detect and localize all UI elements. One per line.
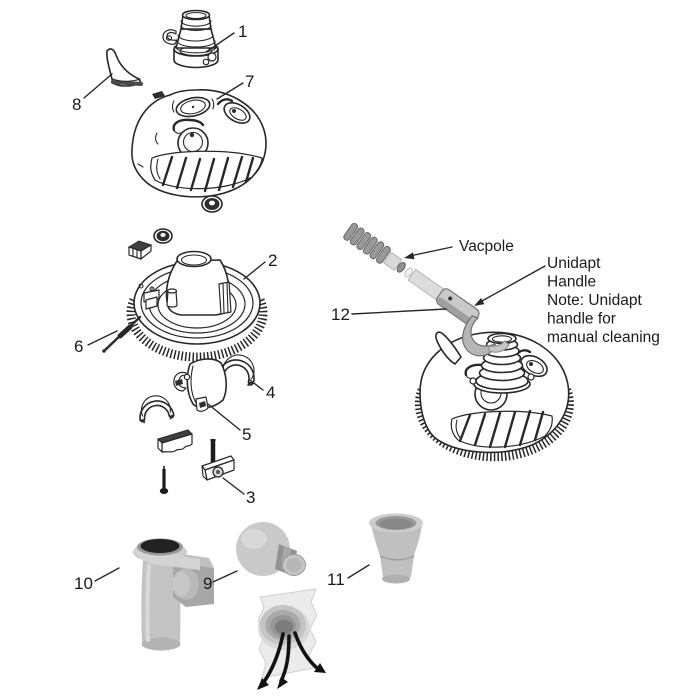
unidapt-line-4: handle for	[547, 311, 616, 328]
inner-vane	[218, 281, 232, 315]
part-7-top-cover	[131, 89, 267, 198]
callout-9: 9	[203, 574, 212, 593]
vacpole-shaft-1	[382, 251, 403, 271]
unidapt-line-2: Handle	[547, 274, 596, 291]
unidapt-line-5: manual cleaning	[547, 329, 660, 346]
cleaner-connector	[469, 332, 535, 394]
callout-11: 11	[327, 570, 345, 589]
adapter-ear	[162, 29, 178, 45]
leader-2	[243, 261, 266, 280]
callout-1: 1	[238, 22, 247, 41]
part-5-bumper-shoe	[173, 358, 227, 412]
skirt-bristles	[414, 386, 574, 462]
leader-12	[351, 308, 447, 315]
bristle-ring	[126, 298, 268, 362]
callout-6: 6	[74, 337, 83, 356]
callout-10: 10	[74, 574, 93, 593]
leader-10	[94, 567, 120, 582]
part-12-handle-assembly	[343, 222, 510, 357]
fin-slot	[152, 91, 165, 99]
handle-clamp	[462, 315, 498, 357]
vac-port-ring	[175, 96, 211, 118]
annotations: Vacpole Unidapt Handle Note: Unidapt han…	[404, 238, 660, 346]
hatch-band	[150, 150, 263, 193]
shoe-hook	[173, 371, 188, 392]
leader-7	[216, 82, 244, 100]
callout-3: 3	[246, 488, 255, 507]
unidapt-line-1: Unidapt	[547, 255, 601, 272]
center-stub	[166, 288, 178, 308]
part-1-hose-adapter	[162, 9, 219, 69]
leader-5	[207, 403, 241, 431]
leader-lines	[83, 32, 447, 583]
unidapt-line-3: Note: Unidapt	[547, 292, 642, 309]
part-9-knob	[236, 522, 306, 576]
part-6-axle-pin	[102, 315, 142, 353]
grommet-lower	[153, 228, 173, 244]
assembled-cleaner	[414, 331, 574, 462]
callout-12: 12	[331, 305, 350, 324]
grommet-upper	[201, 195, 223, 213]
part-11-cone-adapter	[369, 513, 423, 584]
callout-5: 5	[242, 425, 251, 444]
retainer-clip	[127, 240, 153, 260]
callout-numbers: 1 7 8 2 6 4 5 3 12 10 9 11	[72, 22, 350, 593]
part-2-turbine-assembly	[126, 250, 268, 362]
leader-8	[83, 73, 113, 99]
cleaner-hatch-band	[450, 409, 553, 449]
side-pod	[216, 98, 251, 124]
cleaner-fin	[435, 331, 462, 365]
wall-fitting-plate	[257, 588, 326, 690]
leader-6	[87, 330, 118, 346]
elbow-opening	[140, 539, 180, 553]
impeller	[143, 286, 160, 310]
leader-1	[205, 32, 235, 53]
callout-4: 4	[266, 383, 275, 402]
vacpole-end-cap	[396, 261, 406, 273]
callout-8: 8	[72, 95, 81, 114]
part-10-elbow-adapter	[133, 538, 214, 651]
vacpole-arrow	[404, 246, 453, 260]
callout-7: 7	[245, 72, 254, 91]
callout-2: 2	[268, 251, 277, 270]
vacpole-grip	[343, 222, 391, 264]
unidapt-arrow	[474, 265, 546, 306]
vacpole-label: Vacpole	[459, 238, 514, 255]
leader-4	[249, 379, 264, 391]
part-3-plate-screws	[157, 429, 235, 494]
leader-9	[212, 570, 238, 583]
part-8-fin	[106, 48, 143, 87]
leader-11	[347, 564, 370, 579]
flow-arrows	[257, 631, 326, 690]
part-4-crescent-upper	[218, 354, 255, 386]
part-4-crescent-lower	[139, 395, 175, 424]
screw-a	[159, 466, 169, 494]
leader-3	[222, 477, 245, 495]
